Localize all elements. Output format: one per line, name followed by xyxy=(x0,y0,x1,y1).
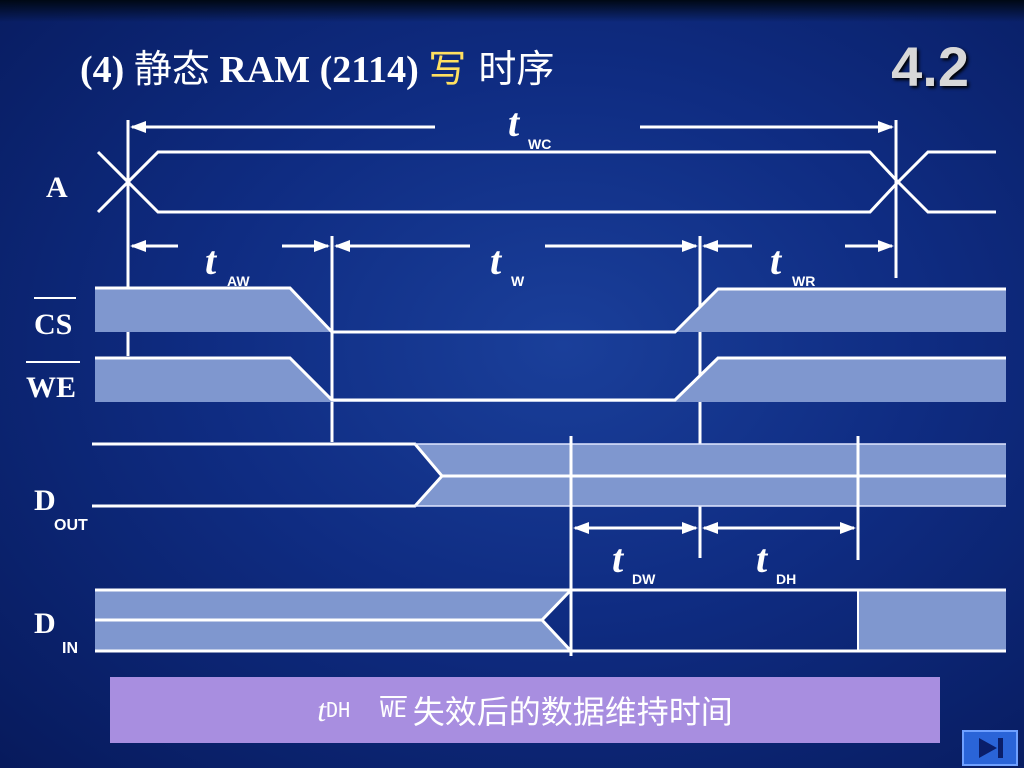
signal-label-dout-sub: OUT xyxy=(54,517,88,534)
caption-t: t xyxy=(317,691,327,728)
signal-label-din-sub: IN xyxy=(62,640,78,657)
caption-we: WE xyxy=(380,697,407,723)
last-slide-button[interactable] xyxy=(962,730,1018,766)
caption-text: 失效后的数据维持时间 xyxy=(412,693,733,731)
caption-sub: DH xyxy=(326,698,351,722)
dout-waveform xyxy=(92,442,1006,508)
tdw-tdh-arrows xyxy=(569,436,860,656)
param-taw-sub: AW xyxy=(227,273,250,289)
signal-label-a: A xyxy=(46,171,68,204)
signal-label-we: WE xyxy=(26,371,76,404)
title-highlight: 写 xyxy=(428,47,467,91)
param-twc-t: t xyxy=(508,100,521,145)
param-twr-t: t xyxy=(770,238,783,283)
signal-label-din: D xyxy=(34,607,56,640)
slide-title: (4) 静态 RAM (2114) 写 时序 xyxy=(80,47,555,91)
param-tdh-sub: DH xyxy=(776,571,796,587)
param-tw-sub: W xyxy=(511,273,525,289)
param-taw-t: t xyxy=(205,238,218,283)
param-tdw-t: t xyxy=(612,536,625,581)
param-tdw-sub: DW xyxy=(632,571,656,587)
param-twr-sub: WR xyxy=(792,273,815,289)
last-slide-icon xyxy=(979,738,1003,758)
din-waveform xyxy=(95,588,1006,653)
param-twc-sub: WC xyxy=(528,136,551,152)
cs-waveform xyxy=(95,286,1006,334)
signal-label-dout: D xyxy=(34,484,56,517)
signal-label-cs: CS xyxy=(34,308,72,341)
we-waveform xyxy=(95,356,1006,402)
address-waveform xyxy=(96,150,996,214)
param-tw-t: t xyxy=(490,238,503,283)
top-strip xyxy=(0,0,1024,22)
param-tdh-t: t xyxy=(756,536,769,581)
slide-number: 4.2 xyxy=(891,35,969,98)
